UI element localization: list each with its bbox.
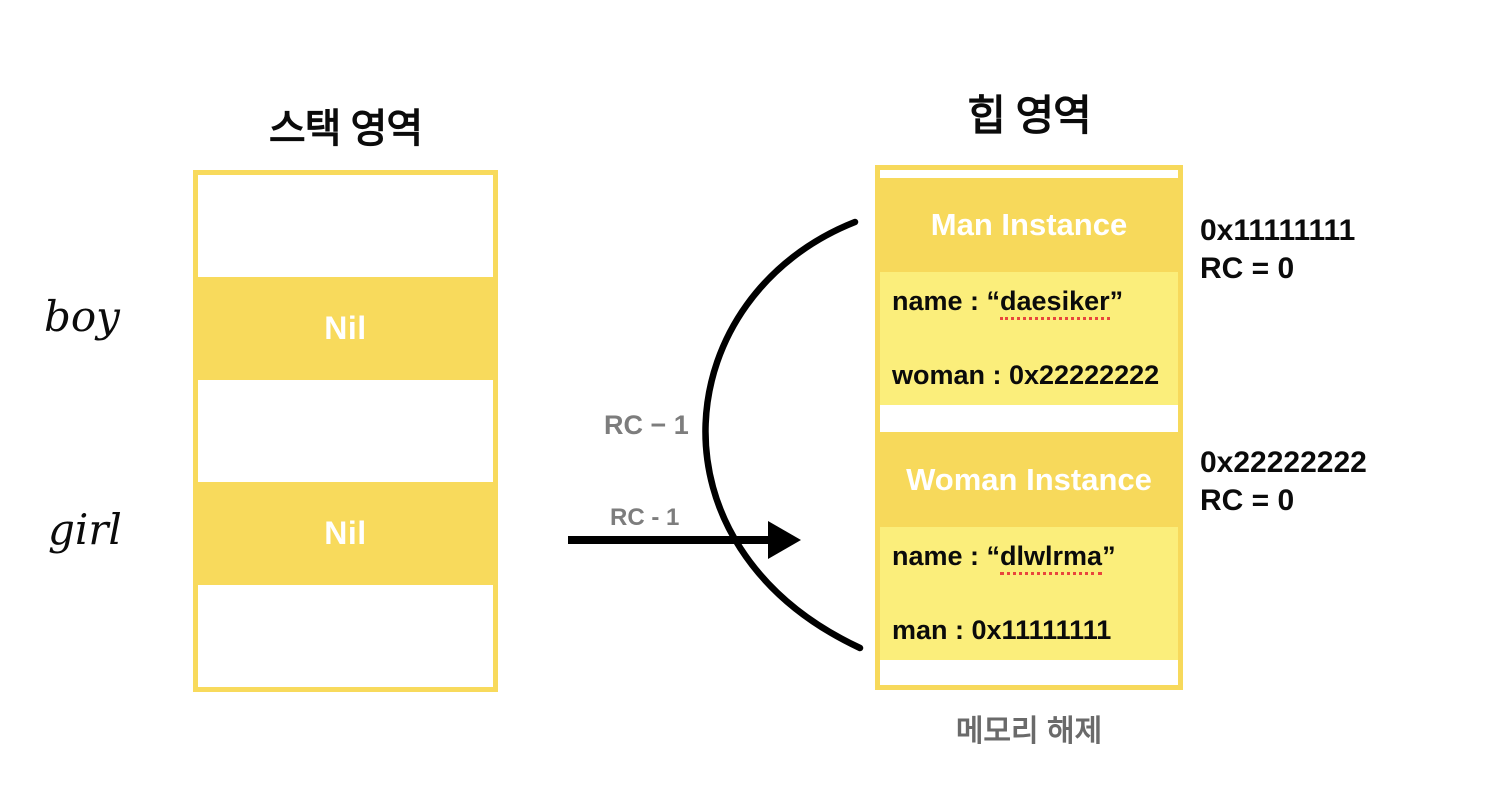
woman-instance-body: name : “dlwlrma” man : 0x11111111 [880,527,1178,660]
field-text: name : “ [892,541,1001,571]
heap-spacer [880,660,1178,685]
field-text: ” [1102,541,1116,571]
man-address-value: 0x11111111 [1200,214,1356,247]
woman-instance-header: Woman Instance [880,432,1178,527]
rc-minus-one-label-bottom: RC - 1 [610,504,680,531]
man-address-annotation: 0x11111111 RC = 0 [1200,212,1355,288]
spellcheck-underlined-text: dlwlrma [1000,541,1103,575]
heap-box: Man Instance name : “daesiker” woman : 0… [875,165,1183,690]
stack-row-girl-nil: Nil [198,482,493,585]
memory-released-label: 메모리 해제 [955,715,1103,748]
woman-rc-value: RC = 0 [1200,484,1295,517]
stack-box: Nil Nil [193,170,498,692]
stack-row [198,380,493,482]
stack-var-label-boy: boy [44,292,120,341]
man-woman-ref-field: woman : 0x22222222 [892,360,1172,391]
heap-area-title: 힙 영역 [967,92,1092,139]
stack-var-label-girl: girl [48,505,122,554]
rc-decrement-curve [702,218,864,652]
woman-man-ref-field: man : 0x11111111 [892,615,1172,646]
woman-name-field: name : “dlwlrma” [892,541,1172,575]
woman-address-annotation: 0x22222222 RC = 0 [1200,444,1367,520]
field-text: ” [1109,286,1124,316]
field-text: name : “ [892,286,1001,316]
stack-row [198,585,493,687]
arrowhead-icon [768,521,801,559]
stack-area-title: 스택 영역 [268,107,423,151]
heap-spacer [880,170,1178,178]
nil-value-label: Nil [324,514,367,551]
stack-row-boy-nil: Nil [198,277,493,380]
field-text: man : 0x11111111 [892,615,1112,645]
spellcheck-underlined-text: daesiker [1000,286,1110,320]
assignment-arrow [568,521,801,559]
rc-minus-one-label-top: RC − 1 [604,410,689,440]
man-instance-header: Man Instance [880,178,1178,272]
field-text: woman : 0x22222222 [892,360,1160,390]
nil-value-label: Nil [324,310,367,347]
man-instance-body: name : “daesiker” woman : 0x22222222 [880,272,1178,405]
woman-address-value: 0x22222222 [1200,446,1367,479]
man-name-field: name : “daesiker” [892,286,1172,320]
man-rc-value: RC = 0 [1200,252,1295,285]
heap-spacer [880,405,1178,432]
stack-row [198,175,493,277]
